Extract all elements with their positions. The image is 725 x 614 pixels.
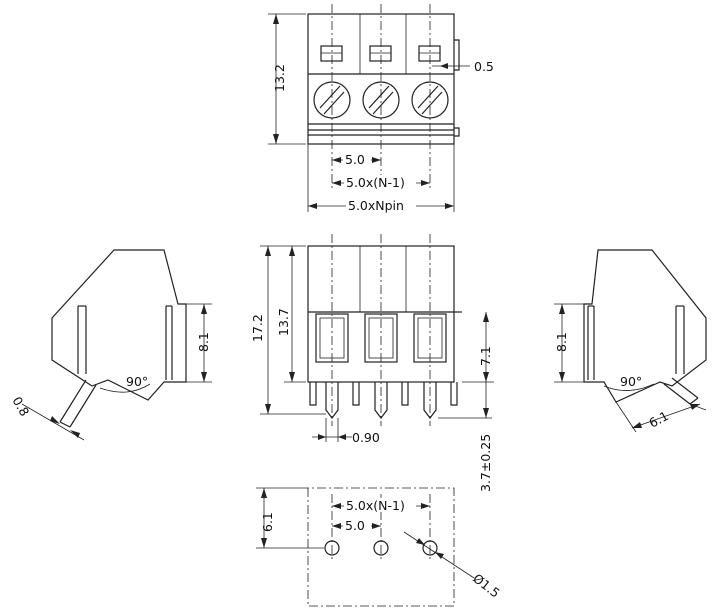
front-view: 17.2 13.7 7.1 0.90 3.7±0.25: [250, 234, 494, 492]
dim-front-pin-length: 3.7±0.25: [478, 434, 493, 492]
dim-front-opening-height: 7.1: [478, 346, 493, 366]
dim-front-pin-width: 0.90: [352, 430, 380, 445]
dim-pcb-hole: Ø1.5: [470, 571, 503, 601]
dim-left-thickness: 0.8: [9, 394, 32, 419]
dim-left-angle: 90°: [126, 374, 148, 389]
dim-pcb-offset: 6.1: [260, 512, 275, 532]
wire-window: [369, 45, 392, 62]
wire-window: [320, 45, 343, 62]
dim-top-pitch: 5.0: [345, 152, 365, 167]
dim-right-height: 8.1: [554, 332, 569, 352]
right-side-view: 8.1 90° 6.1: [554, 249, 707, 433]
dim-right-length: 6.1: [646, 408, 671, 431]
pcb-footprint: 6.1 5.0x(N-1) 5.0 Ø1.5: [256, 487, 503, 607]
dim-top-total: 5.0xNpin: [348, 198, 404, 213]
wire-window: [418, 45, 441, 62]
dim-top-offset: 0.5: [474, 59, 494, 74]
dim-top-span: 5.0x(N-1): [346, 175, 405, 190]
dim-pcb-pitch: 5.0: [345, 518, 365, 533]
dim-front-total-height: 17.2: [250, 314, 265, 342]
dim-right-angle: 90°: [620, 374, 642, 389]
dim-left-height: 8.1: [196, 332, 211, 352]
left-side-view: 0.8 90° 8.1: [9, 249, 212, 441]
dim-top-height: 13.2: [272, 64, 287, 92]
dim-front-body-height: 13.7: [276, 308, 291, 336]
dim-pcb-span: 5.0x(N-1): [346, 498, 405, 513]
top-view: 13.2 0.5 5.0 5.0x(N-1) 5.0xNpin: [268, 4, 494, 213]
